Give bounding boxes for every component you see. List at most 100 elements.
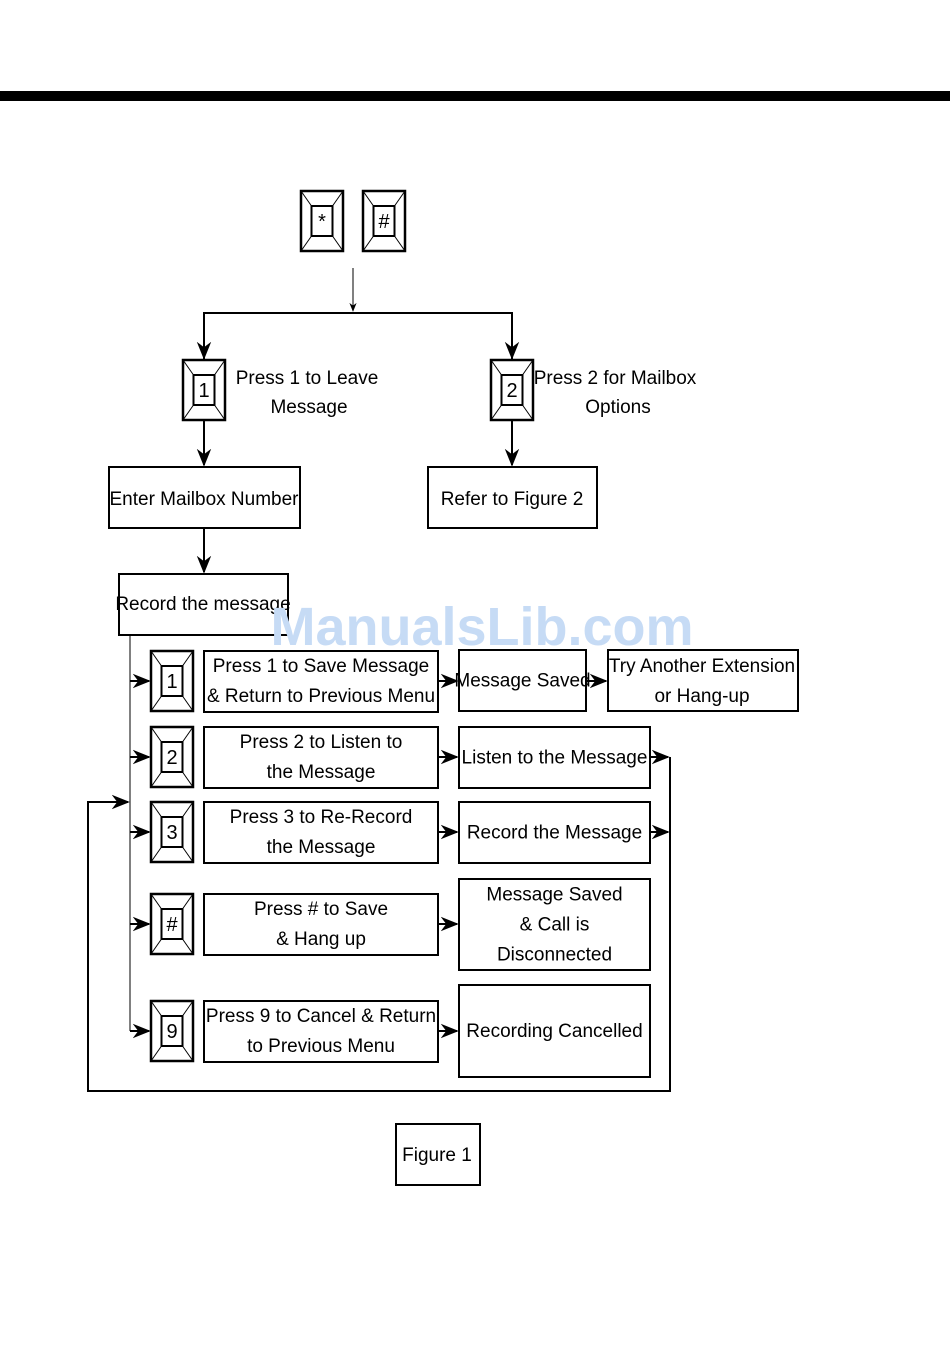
key-hash-icon: # <box>149 892 195 956</box>
result-text-line: Recording Cancelled <box>466 1021 642 1042</box>
keycap-bevel <box>362 190 374 207</box>
keycap-bevel <box>300 190 312 207</box>
result-text-line: Disconnected <box>497 945 612 966</box>
option-row: 9 Press 9 to Cancel & Return to Previous M… <box>130 984 651 1078</box>
action-text-line: & Hang up <box>276 929 366 950</box>
extra-text-line: Try Another Extension <box>609 656 795 677</box>
result-box <box>458 984 651 1078</box>
extra-box <box>607 649 799 712</box>
action-box <box>203 650 439 713</box>
extra-text-line: or Hang-up <box>654 686 749 707</box>
keycap-bevel <box>182 359 194 376</box>
keycap-bevel <box>182 893 194 910</box>
keycap-label: * <box>318 211 326 233</box>
options-group: 1 Press 1 to Save Message & Return to Prev… <box>130 649 799 1078</box>
branch-2-label-line1: Press 2 for Mailbox <box>534 368 697 389</box>
keycap-bevel <box>182 801 194 818</box>
keycap-bevel <box>490 359 502 376</box>
action-text-line: & Return to Previous Menu <box>207 686 435 707</box>
branch-1-label-line2: Message <box>270 397 347 418</box>
keycap-bevel <box>150 695 162 712</box>
enter-mailbox-text: Enter Mailbox Number <box>109 489 299 510</box>
keycap-bevel <box>182 650 194 667</box>
keycap-inner <box>372 205 396 237</box>
keycap-bevel <box>182 938 194 955</box>
keycap-bevel <box>182 726 194 743</box>
key-2-icon: 2 <box>149 725 195 789</box>
keycap-bevel <box>362 235 374 252</box>
keycap-bevel <box>150 650 162 667</box>
keycap-inner <box>160 665 184 697</box>
keycap-bevel <box>150 846 162 863</box>
keycap-bevel <box>490 404 502 421</box>
result-text-line: Listen to the Message <box>462 748 648 769</box>
keycap-bevel <box>150 801 162 818</box>
option-row: 1 Press 1 to Save Message & Return to Prev… <box>130 649 799 713</box>
key-1-icon: 1 <box>181 358 227 422</box>
keycap-bevel <box>150 726 162 743</box>
option-row: 2 Press 2 to Listen to the Message Listen t… <box>130 725 670 789</box>
keycap-bevel <box>150 893 162 910</box>
action-text-line: to Previous Menu <box>247 1036 395 1057</box>
keycap-bevel <box>182 771 194 788</box>
keycap-bevel <box>182 1045 194 1062</box>
key-star-icon: * <box>299 189 345 253</box>
keycap-inner <box>500 374 524 406</box>
keycap-label: 1 <box>166 671 177 693</box>
option-row: # Press # to Save & Hang up Message Saved & … <box>130 878 651 971</box>
keycap-bevel <box>394 190 406 207</box>
figure-caption: Figure 1 <box>402 1145 472 1166</box>
keycap-inner <box>192 374 216 406</box>
action-text-line: Press # to Save <box>254 899 388 920</box>
action-text-line: the Message <box>267 837 376 858</box>
header-rule <box>0 91 950 101</box>
refer-figure2-text: Refer to Figure 2 <box>441 489 584 510</box>
keycap-label: # <box>166 914 178 936</box>
record-message-text: Record the message <box>115 594 290 615</box>
key-9-icon: 9 <box>149 999 195 1063</box>
connector-split <box>203 312 513 360</box>
record-message-box <box>118 573 289 636</box>
keycap-bevel <box>394 235 406 252</box>
action-text-line: the Message <box>267 762 376 783</box>
result-text-line: Record the Message <box>467 823 642 844</box>
keycap-label: 3 <box>166 822 177 844</box>
keycap-bevel <box>214 404 226 421</box>
keycap-bevel <box>182 1000 194 1017</box>
result-text-line: Message Saved <box>454 671 590 692</box>
keycap-bevel <box>150 771 162 788</box>
refer-figure2-box <box>427 466 598 529</box>
keycap-label: 1 <box>198 380 209 402</box>
keycap-bevel <box>332 190 344 207</box>
action-text-line: Press 9 to Cancel & Return <box>206 1006 436 1027</box>
keycap-bevel <box>214 359 226 376</box>
keycap-bevel <box>522 359 534 376</box>
action-box <box>203 893 439 956</box>
keycap-bevel <box>332 235 344 252</box>
action-text-line: Press 2 to Listen to <box>240 732 403 753</box>
keycap-label: 9 <box>166 1021 177 1043</box>
keycap-bevel <box>522 404 534 421</box>
keycap-bevel <box>182 695 194 712</box>
action-text-line: Press 1 to Save Message <box>213 656 430 677</box>
keycap-label: # <box>378 211 390 233</box>
result-box <box>458 726 651 789</box>
key-1-icon: 1 <box>149 649 195 713</box>
key-hash-icon: # <box>361 189 407 253</box>
branch-1-label-line1: Press 1 to Leave <box>236 368 379 389</box>
result-box <box>458 878 651 971</box>
key-3-icon: 3 <box>149 800 195 864</box>
keycap-inner <box>310 205 334 237</box>
keycap-label: 2 <box>506 380 517 402</box>
keycap-inner <box>160 816 184 848</box>
result-text-line: & Call is <box>520 915 590 936</box>
branch-2-label-line2: Options <box>585 397 650 418</box>
figure-caption-box <box>395 1123 481 1186</box>
keycap-inner <box>160 1015 184 1047</box>
result-text-line: Message Saved <box>486 885 622 906</box>
watermark: ManualsLib.com <box>270 597 693 657</box>
keycap-label: 2 <box>166 747 177 769</box>
keycap-inner <box>160 741 184 773</box>
